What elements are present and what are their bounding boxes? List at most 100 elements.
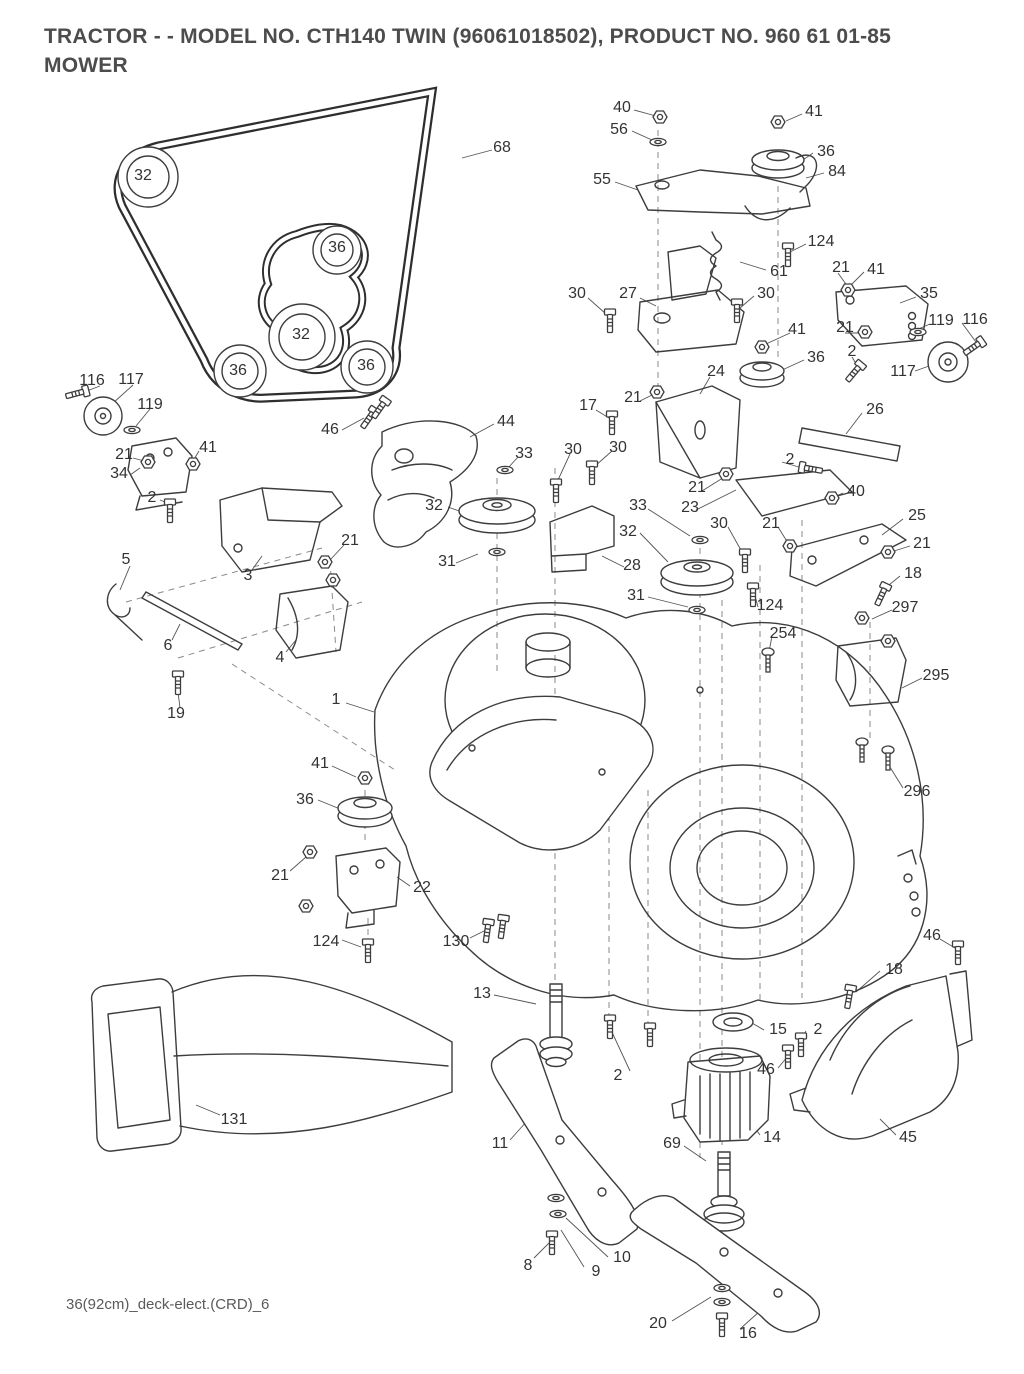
part-callout-46: 46: [757, 1061, 775, 1078]
part-callout-23: 23: [681, 499, 699, 516]
part-callout-41: 41: [788, 321, 806, 338]
title-line-2: MOWER: [44, 54, 128, 77]
part-callout-32: 32: [619, 523, 637, 540]
part-callout-41: 41: [805, 103, 823, 120]
parts-linework: [83, 149, 973, 1333]
title-line-1: TRACTOR - - MODEL NO. CTH140 TWIN (96061…: [44, 25, 892, 48]
part-callout-36: 36: [807, 349, 825, 366]
part-callout-5: 5: [121, 551, 131, 568]
part-callout-2: 2: [847, 343, 857, 360]
part-callout-131: 131: [220, 1111, 248, 1128]
part-callout-21: 21: [836, 319, 854, 336]
part-callout-35: 35: [920, 285, 938, 302]
part-callout-36: 36: [357, 357, 375, 374]
part-callout-44: 44: [497, 413, 515, 430]
part-callout-117: 117: [890, 363, 916, 380]
part-callout-119: 119: [137, 396, 163, 413]
part-callout-27: 27: [619, 285, 637, 302]
part-callout-30: 30: [609, 439, 627, 456]
part-callout-32: 32: [292, 326, 310, 343]
part-callout-8: 8: [523, 1257, 533, 1274]
part-callout-116: 116: [962, 311, 988, 328]
part-callout-45: 45: [899, 1129, 917, 1146]
part-callout-28: 28: [623, 557, 641, 574]
footer-note: 36(92cm)_deck-elect.(CRD)_6: [66, 1296, 270, 1313]
part-callout-26: 26: [866, 401, 884, 418]
part-callout-40: 40: [847, 483, 865, 500]
part-callout-30: 30: [564, 441, 582, 458]
part-callout-21: 21: [624, 389, 642, 406]
part-callout-20: 20: [649, 1315, 667, 1332]
part-callout-31: 31: [627, 587, 645, 604]
part-callout-297: 297: [891, 599, 919, 616]
part-callout-84: 84: [828, 163, 846, 180]
part-callout-130: 130: [442, 933, 470, 950]
part-callout-124: 124: [312, 933, 340, 950]
part-callout-21: 21: [832, 259, 850, 276]
part-callout-25: 25: [908, 507, 926, 524]
part-callout-17: 17: [579, 397, 597, 414]
part-callout-2: 2: [813, 1021, 823, 1038]
part-callout-18: 18: [904, 565, 922, 582]
part-callout-10: 10: [613, 1249, 631, 1266]
part-callout-21: 21: [913, 535, 931, 552]
part-callout-15: 15: [769, 1021, 787, 1038]
part-callout-21: 21: [341, 532, 359, 549]
part-callout-30: 30: [710, 515, 728, 532]
part-callout-9: 9: [591, 1263, 601, 1280]
part-callout-2: 2: [613, 1067, 623, 1084]
part-callout-296: 296: [903, 783, 931, 800]
part-callout-1: 1: [331, 691, 341, 708]
part-callout-31: 31: [438, 553, 456, 570]
part-callout-16: 16: [739, 1325, 757, 1342]
part-callout-36: 36: [817, 143, 835, 160]
part-callout-22: 22: [413, 879, 431, 896]
part-callout-254: 254: [769, 625, 797, 642]
part-callout-41: 41: [199, 439, 217, 456]
part-callout-32: 32: [134, 167, 152, 184]
part-callout-14: 14: [763, 1129, 781, 1146]
part-callout-21: 21: [688, 479, 706, 496]
part-callout-40: 40: [613, 99, 631, 116]
part-callout-24: 24: [707, 363, 725, 380]
part-callout-32: 32: [425, 497, 443, 514]
part-callout-68: 68: [493, 139, 511, 156]
part-callout-124: 124: [756, 597, 784, 614]
part-callout-36: 36: [328, 239, 346, 256]
part-callout-21: 21: [115, 446, 133, 463]
part-callout-6: 6: [163, 637, 173, 654]
part-callout-18: 18: [885, 961, 903, 978]
part-callout-11: 11: [491, 1135, 509, 1152]
part-callout-119: 119: [928, 312, 954, 329]
part-callout-41: 41: [311, 755, 329, 772]
part-callout-33: 33: [515, 445, 533, 462]
part-callout-61: 61: [770, 263, 788, 280]
belt-pulleys: [117, 146, 394, 398]
part-callout-30: 30: [568, 285, 586, 302]
part-callout-34: 34: [110, 465, 128, 482]
part-callout-4: 4: [275, 649, 285, 666]
part-callout-36: 36: [229, 362, 247, 379]
part-callout-13: 13: [473, 985, 491, 1002]
part-callout-3: 3: [243, 567, 253, 584]
part-callout-21: 21: [271, 867, 289, 884]
part-callout-117: 117: [118, 371, 144, 388]
part-callout-295: 295: [922, 667, 950, 684]
part-callout-46: 46: [321, 421, 339, 438]
part-callout-56: 56: [610, 121, 628, 138]
part-callout-116: 116: [79, 372, 105, 389]
part-callout-2: 2: [147, 489, 157, 506]
part-callout-41: 41: [867, 261, 885, 278]
part-callout-36: 36: [296, 791, 314, 808]
part-callout-21: 21: [762, 515, 780, 532]
part-callout-69: 69: [663, 1135, 681, 1152]
part-callout-124: 124: [807, 233, 835, 250]
part-callout-30: 30: [757, 285, 775, 302]
part-callout-33: 33: [629, 497, 647, 514]
page-title: TRACTOR - - MODEL NO. CTH140 TWIN (96061…: [44, 22, 891, 80]
part-callout-55: 55: [593, 171, 611, 188]
part-callout-2: 2: [785, 451, 795, 468]
